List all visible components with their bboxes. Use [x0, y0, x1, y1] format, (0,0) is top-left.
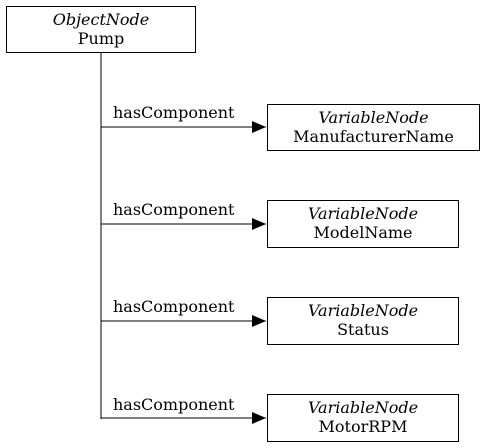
root-object-node[interactable]: ObjectNode Pump: [6, 6, 196, 53]
root-node-name: Pump: [77, 29, 125, 48]
reference-label-modelname: hasComponent: [113, 200, 235, 219]
reference-label-status: hasComponent: [113, 297, 235, 316]
variable-node-modelname[interactable]: VariableNode ModelName: [267, 200, 459, 248]
root-node-type: ObjectNode: [52, 10, 150, 29]
variable-node-name: Status: [337, 320, 389, 339]
variable-node-name: ManufacturerName: [293, 127, 454, 146]
variable-node-type: VariableNode: [307, 398, 419, 417]
variable-node-type: VariableNode: [307, 301, 419, 320]
reference-label-motorrpm: hasComponent: [113, 395, 235, 414]
variable-node-type: VariableNode: [307, 204, 419, 223]
variable-node-name: MotorRPM: [318, 417, 408, 436]
variable-node-name: ModelName: [313, 223, 413, 242]
variable-node-status[interactable]: VariableNode Status: [267, 297, 459, 345]
reference-label-manufacturername: hasComponent: [113, 103, 235, 122]
variable-node-motorrpm[interactable]: VariableNode MotorRPM: [267, 394, 459, 442]
variable-node-manufacturername[interactable]: VariableNode ManufacturerName: [267, 104, 480, 151]
variable-node-type: VariableNode: [318, 108, 429, 127]
